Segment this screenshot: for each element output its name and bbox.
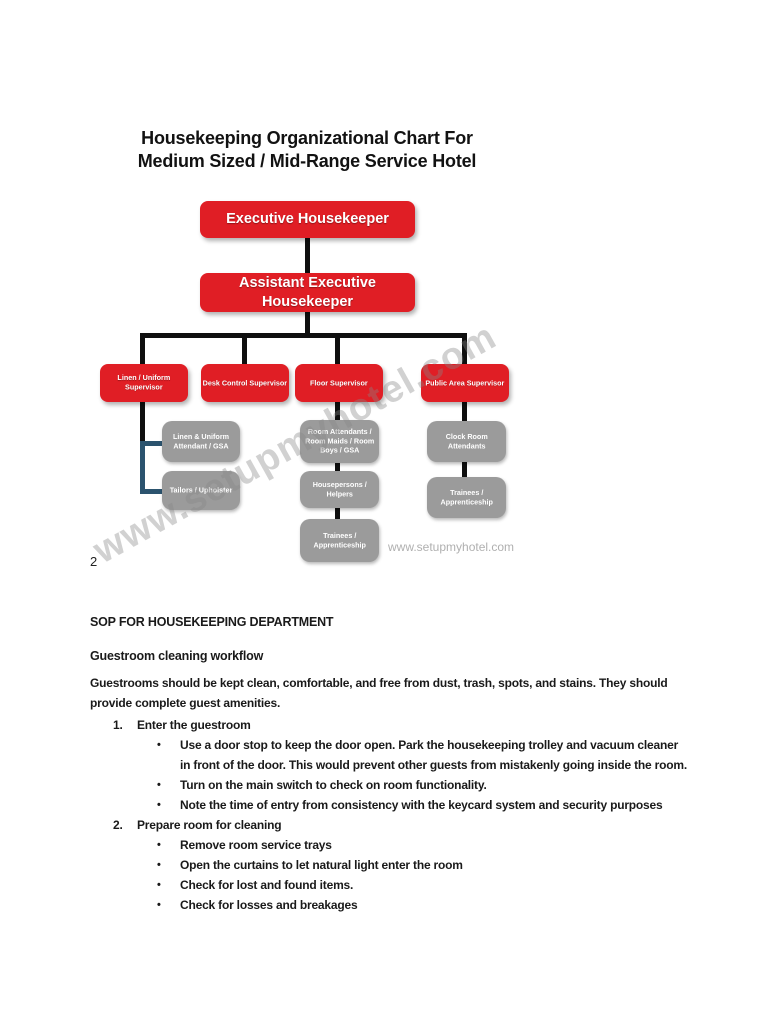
- org-node-housepersons-helpers: Housepersons / Helpers: [300, 471, 379, 508]
- numbered-item-1: 1. Enter the guestroom: [90, 715, 690, 735]
- org-node-public-area-supervisor: Public Area Supervisor: [421, 364, 509, 402]
- org-node-linen-uniform-supervisor: Linen / Uniform Supervisor: [100, 364, 188, 402]
- item-number: 1.: [113, 718, 123, 732]
- bullet-text: Turn on the main switch to check on room…: [180, 778, 487, 792]
- sop-section: SOP FOR HOUSEKEEPING DEPARTMENT Guestroo…: [90, 612, 690, 915]
- org-node-trainees-floor: Trainees / Apprenticeship: [300, 519, 379, 562]
- item-title: Prepare room for cleaning: [137, 818, 282, 832]
- org-chart-title-line1: Housekeeping Organizational Chart For: [141, 128, 473, 148]
- connector-linen-stub1: [140, 441, 164, 446]
- connector-horizontal-bar: [140, 333, 467, 338]
- bullet-text: Use a door stop to keep the door open. P…: [180, 738, 687, 772]
- bullet-item: • Check for lost and found items.: [90, 875, 690, 895]
- sop-subheading: Guestroom cleaning workflow: [90, 649, 264, 663]
- bullet-text: Check for lost and found items.: [180, 878, 354, 892]
- org-chart-title: Housekeeping Organizational Chart For Me…: [60, 127, 554, 173]
- org-node-label: Room Attendants / Room Maids / Room Boys…: [304, 428, 375, 455]
- org-node-label: Desk Control Supervisor: [202, 379, 288, 387]
- org-node-trainees-public: Trainees / Apprenticeship: [427, 477, 506, 518]
- small-watermark: www.setupmyhotel.com: [388, 540, 515, 554]
- connector-drop-linen: [140, 333, 145, 364]
- connector-drop-desk: [242, 333, 247, 364]
- org-node-linen-uniform-attendant: Linen & Uniform Attendant / GSA: [162, 421, 240, 462]
- org-node-label: Executive Housekeeper: [226, 211, 389, 228]
- numbered-item-2: 2. Prepare room for cleaning: [90, 815, 690, 835]
- connector-asst-bar: [305, 310, 310, 336]
- bullet-item: • Note the time of entry from consistenc…: [90, 795, 690, 815]
- org-node-label: Public Area Supervisor: [425, 379, 505, 387]
- org-node-label: Assistant Executive Housekeeper: [238, 275, 376, 310]
- org-node-label: Housepersons / Helpers: [312, 480, 367, 499]
- bullet-text: Remove room service trays: [180, 838, 332, 852]
- bullet-item: • Turn on the main switch to check on ro…: [90, 775, 690, 795]
- org-node-label: Tailors / Upholster: [169, 486, 233, 495]
- org-node-desk-control-supervisor: Desk Control Supervisor: [201, 364, 289, 402]
- bullet-icon: •: [157, 739, 161, 751]
- bullet-item: • Open the curtains to let natural light…: [90, 855, 690, 875]
- bullet-item: • Remove room service trays: [90, 835, 690, 855]
- item-number: 2.: [113, 818, 123, 832]
- bullet-icon: •: [157, 779, 161, 791]
- org-node-tailors-upholster: Tailors / Upholster: [162, 471, 240, 510]
- bullet-icon: •: [157, 859, 161, 871]
- bullet-icon: •: [157, 799, 161, 811]
- org-node-label: Floor Supervisor: [310, 379, 368, 387]
- org-node-label: Linen / Uniform Supervisor: [117, 374, 171, 392]
- org-node-label: Trainees / Apprenticeship: [440, 488, 493, 507]
- connector-drop-floor: [335, 333, 340, 364]
- org-node-floor-supervisor: Floor Supervisor: [295, 364, 383, 402]
- connector-exec-asst: [305, 236, 310, 275]
- bullet-text: Check for losses and breakages: [180, 898, 358, 912]
- bullet-text: Note the time of entry from consistency …: [180, 798, 663, 812]
- org-node-executive-housekeeper: Executive Housekeeper: [200, 201, 415, 238]
- sop-intro-paragraph: Guestrooms should be kept clean, comfort…: [90, 676, 668, 710]
- connector-drop-public: [462, 333, 467, 364]
- org-node-label: Linen & Uniform Attendant / GSA: [173, 432, 230, 451]
- bullet-icon: •: [157, 839, 161, 851]
- connector-linen-down: [140, 401, 145, 446]
- page-number: 2: [90, 554, 98, 569]
- bullet-icon: •: [157, 899, 161, 911]
- org-chart-title-line2: Medium Sized / Mid-Range Service Hotel: [137, 151, 477, 171]
- org-node-clock-room-attendants: Clock Room Attendants: [427, 421, 506, 462]
- bullet-item: • Use a door stop to keep the door open.…: [90, 735, 690, 775]
- bullet-icon: •: [157, 879, 161, 891]
- connector-linen-bracket: [140, 441, 145, 494]
- sop-heading: SOP FOR HOUSEKEEPING DEPARTMENT: [90, 615, 334, 629]
- org-node-assistant-executive-housekeeper: Assistant Executive Housekeeper: [200, 273, 415, 312]
- org-node-label: Trainees / Apprenticeship: [313, 531, 366, 550]
- org-node-label: Clock Room Attendants: [445, 432, 488, 451]
- connector-linen-stub2: [140, 489, 164, 494]
- bullet-item: • Check for losses and breakages: [90, 895, 690, 915]
- org-node-room-attendants: Room Attendants / Room Maids / Room Boys…: [300, 420, 379, 463]
- sop-list: 1. Enter the guestroom • Use a door stop…: [90, 715, 690, 915]
- item-title: Enter the guestroom: [137, 718, 251, 732]
- bullet-text: Open the curtains to let natural light e…: [180, 858, 463, 872]
